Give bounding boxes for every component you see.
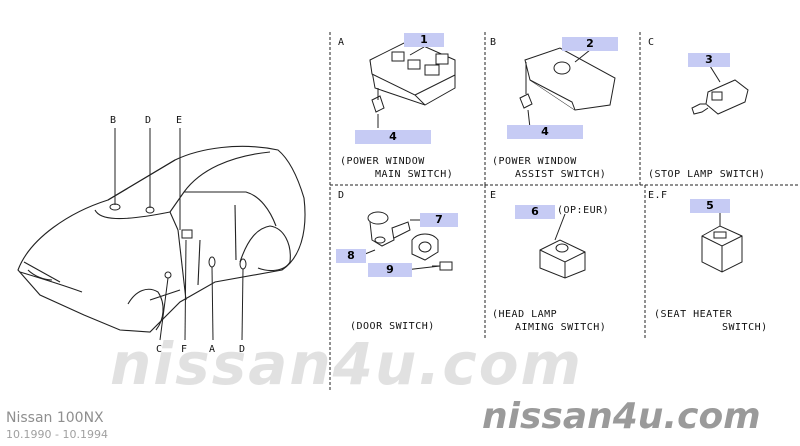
callout-5: 5 — [690, 199, 730, 213]
watermark-center: nissan4u.com — [110, 330, 583, 398]
seat-heater-switch-drawing — [701, 225, 743, 273]
callout-6: 6 — [515, 205, 555, 219]
watermark-bottom: nissan4u.com — [482, 396, 761, 437]
footer-dates: 10.1990 - 10.1994 — [6, 428, 108, 441]
panel-b-caption-2: ASSIST SWITCH) — [515, 169, 607, 180]
car-label-c: C — [156, 344, 163, 355]
panel-c-letter: C — [648, 37, 655, 48]
panel-e-caption-1: (HEAD LAMP — [492, 309, 558, 320]
power-window-assist-switch-drawing — [519, 47, 616, 111]
panel-grid — [329, 32, 800, 390]
panel-e-caption-2: AIMING SWITCH) — [515, 322, 607, 333]
callout-8: 8 — [336, 249, 366, 263]
car-label-f: F — [181, 344, 188, 355]
callout-2: 2 — [562, 37, 618, 51]
car-label-d-top: D — [145, 115, 152, 126]
panel-ef-caption-1: (SEAT HEATER — [654, 309, 733, 320]
panel-e-letter: E — [490, 190, 497, 201]
head-lamp-aiming-switch-drawing — [539, 239, 586, 279]
car-label-d-bottom: D — [239, 344, 246, 355]
footer-model: Nissan 100NX — [6, 410, 104, 426]
panel-a-caption-2: MAIN SWITCH) — [375, 169, 454, 180]
power-window-main-switch-drawing — [369, 39, 456, 113]
car-leaders — [114, 128, 244, 341]
callout-3: 3 — [688, 53, 730, 67]
door-switch-drawing — [367, 211, 453, 271]
car-illustration — [17, 145, 306, 333]
panel-b-letter: B — [490, 37, 497, 48]
panel-ef-letter: E.F — [648, 190, 668, 201]
panel-a-letter: A — [338, 37, 345, 48]
panel-d-caption-1: (DOOR SWITCH) — [350, 321, 435, 332]
callout-4-b: 4 — [507, 125, 583, 139]
stop-lamp-switch-drawing — [691, 79, 749, 115]
callout-1: 1 — [404, 33, 444, 47]
car-label-a: A — [209, 344, 216, 355]
panel-a-caption-1: (POWER WINDOW — [340, 156, 425, 167]
callout-9: 9 — [368, 263, 412, 277]
panel-d-letter: D — [338, 190, 345, 201]
car-label-e: E — [176, 115, 183, 126]
car-label-b: B — [110, 115, 117, 126]
callout-6-note: (OP:EUR) — [557, 205, 610, 216]
panel-ef-caption-2: SWITCH) — [722, 322, 768, 333]
panel-c-caption-1: (STOP LAMP SWITCH) — [648, 169, 766, 180]
callout-7: 7 — [420, 213, 458, 227]
callout-4-a: 4 — [355, 130, 431, 144]
car-markers — [109, 203, 247, 279]
panel-b-caption-1: (POWER WINDOW — [492, 156, 577, 167]
